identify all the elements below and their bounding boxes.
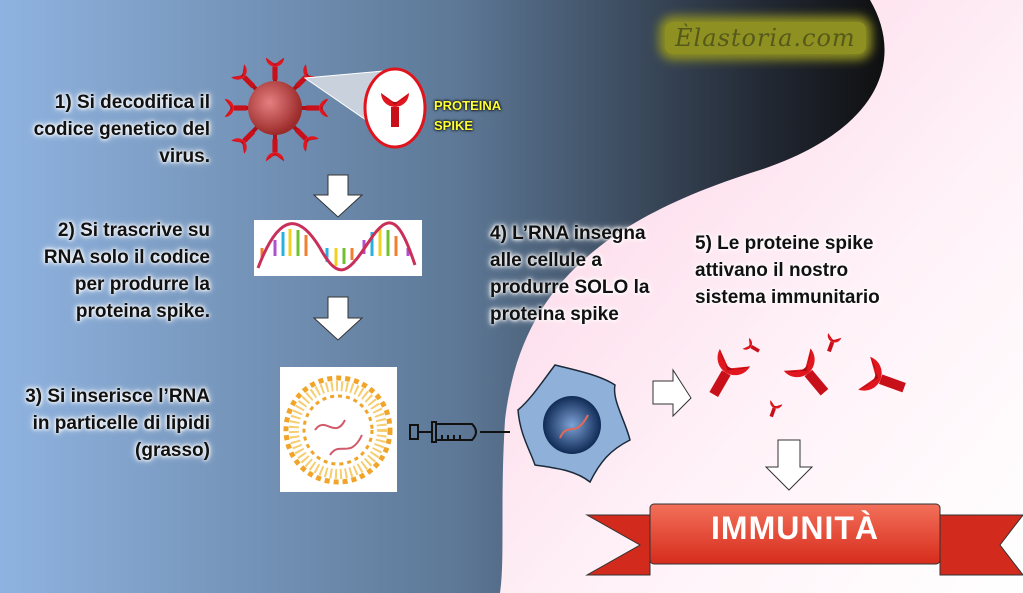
text-line: in particelle di lipidi — [32, 413, 210, 434]
text-line: attivano il nostro — [695, 260, 849, 281]
spike-label-line: PROTEINA — [434, 98, 502, 113]
text-line: RNA solo il codice — [43, 247, 210, 268]
text-line: proteina spike — [490, 304, 619, 325]
text-line: proteina spike. — [75, 301, 210, 322]
step-3-text: 3) Si inserisce l’RNA in particelle di l… — [25, 383, 210, 464]
syringe-icon — [409, 421, 510, 443]
text-line: 3) Si inserisce l’RNA — [25, 386, 210, 407]
step-1-text: 1) Si decodifica il codice genetico del … — [34, 89, 210, 170]
text-line: codice genetico del — [33, 119, 210, 140]
step-5-text: 5) Le proteine spike attivano il nostro … — [695, 230, 880, 311]
text-line: 1) Si decodifica il — [54, 92, 210, 113]
step-4-text: 4) L’RNA insegna alle cellule a produrre… — [490, 220, 649, 328]
virus-illustration — [224, 57, 427, 162]
spike-label-line: SPIKE — [434, 118, 474, 133]
text-line: virus. — [159, 146, 210, 167]
spike-protein-label: PROTEINA SPIKE — [434, 96, 501, 136]
text-line: 5) Le proteine spike — [695, 233, 874, 254]
text-line: per produrre la — [74, 274, 210, 295]
down-arrows — [312, 174, 814, 491]
text-line: sistema immunitario — [695, 287, 880, 308]
rna-illustration — [254, 220, 422, 276]
text-line: 2) Si trascrive su — [57, 220, 210, 241]
text-line: produrre SOLO la — [490, 277, 650, 298]
cell-illustration — [517, 364, 631, 484]
text-line: (grasso) — [135, 440, 210, 461]
watermark-logo: Èlastoria.com — [665, 22, 866, 54]
text-line: 4) L’RNA insegna — [490, 223, 646, 244]
lipid-nanoparticle-illustration — [280, 367, 397, 492]
immunity-banner — [585, 503, 1023, 576]
text-line: alle cellule a — [490, 250, 602, 271]
step-2-text: 2) Si trascrive su RNA solo il codice pe… — [44, 217, 210, 325]
immunity-label: IMMUNITÀ — [711, 510, 879, 546]
